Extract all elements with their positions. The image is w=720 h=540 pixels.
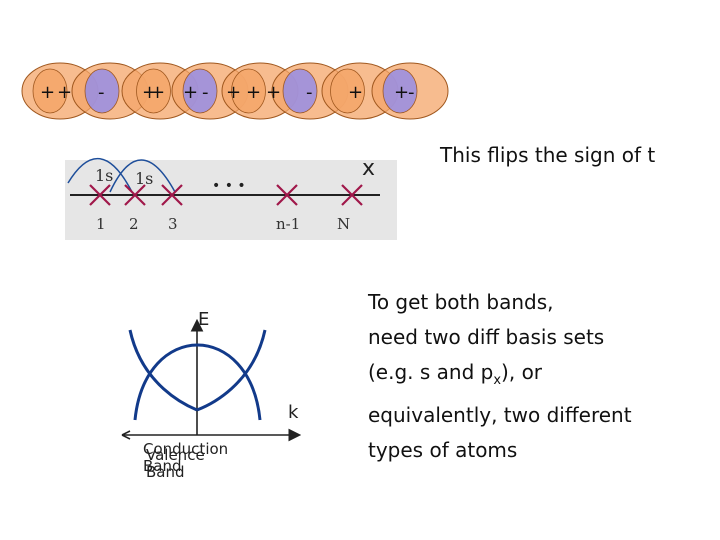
orbital-label-2: 1s xyxy=(135,169,153,188)
conduction-band-label: Conduction Band xyxy=(143,440,229,475)
atom-marker-5 xyxy=(341,184,363,206)
paragraph-line-4: equivalently, two different xyxy=(368,403,632,427)
k-axis-left-tick xyxy=(121,430,131,436)
sign-plus-1: + xyxy=(40,82,55,103)
orbital-lobe-1 xyxy=(32,68,68,114)
site-label-2: 2 xyxy=(129,215,139,233)
valence-band-label: Valence Band xyxy=(146,446,205,481)
paragraph-line-3: (e.g. s and px), or xyxy=(368,355,713,398)
site-label-4: n-1 xyxy=(276,215,300,233)
site-label-3: 3 xyxy=(168,215,178,233)
sign-plus-2: + xyxy=(57,82,72,103)
orbital-lobe-2 xyxy=(84,68,120,114)
sign-plus-6: + xyxy=(183,82,198,103)
e-axis-label: E xyxy=(198,309,209,330)
sign-plus-13: + xyxy=(394,82,409,103)
sign-minus-7: - xyxy=(202,82,209,103)
paragraph-line-3-pre: (e.g. s and p xyxy=(368,360,494,384)
orbital-lobe-3 xyxy=(136,68,171,114)
site-label-5: N xyxy=(337,215,350,233)
orbital-lobe-6 xyxy=(282,68,318,114)
sign-minus-14: - xyxy=(408,82,415,103)
paragraph-line-2: need two diff basis sets xyxy=(368,325,605,349)
orbital-lobe-7 xyxy=(330,68,365,114)
orbital-label-1: 1s xyxy=(95,166,113,185)
valence-band-curve xyxy=(133,343,262,421)
k-axis-label: k xyxy=(288,402,299,423)
paragraph-line-1: To get both bands, xyxy=(368,290,554,314)
conduction-band-left xyxy=(128,329,198,412)
explanation-paragraph: To get both bands, need two diff basis s… xyxy=(368,285,713,468)
sign-flip-note: This flips the sign of t xyxy=(440,143,656,167)
x-axis-label: x xyxy=(362,156,375,181)
atom-marker-4 xyxy=(276,184,298,206)
sign-plus-8: + xyxy=(226,82,241,103)
orbital-lobe-1 xyxy=(67,157,133,193)
orbital-lobe-4 xyxy=(182,68,218,114)
sign-plus-4: + xyxy=(142,82,157,103)
sign-plus-10: + xyxy=(266,82,281,103)
conduction-band-right xyxy=(196,329,267,412)
k-axis-left-tick-2 xyxy=(121,434,131,440)
site-label-1: 1 xyxy=(96,215,106,233)
atom-marker-2 xyxy=(124,184,146,206)
atom-marker-1 xyxy=(89,184,111,206)
subscript-x: x xyxy=(493,373,502,388)
sign-plus-9: + xyxy=(246,82,261,103)
sign-minus-11: - xyxy=(306,82,313,103)
orbital-lobe-2 xyxy=(109,159,176,193)
paragraph-line-5: types of atoms xyxy=(368,438,518,462)
paragraph-line-3-post: ), or xyxy=(501,360,543,384)
chain-ellipsis: • • • xyxy=(212,178,246,194)
sign-plus-5: + xyxy=(150,82,165,103)
orbital-lobe-8 xyxy=(382,68,418,114)
orbital-lobe-5 xyxy=(231,68,266,114)
sign-plus-12: + xyxy=(348,82,363,103)
atom-marker-3 xyxy=(161,184,183,206)
sign-minus-3: - xyxy=(98,82,105,103)
